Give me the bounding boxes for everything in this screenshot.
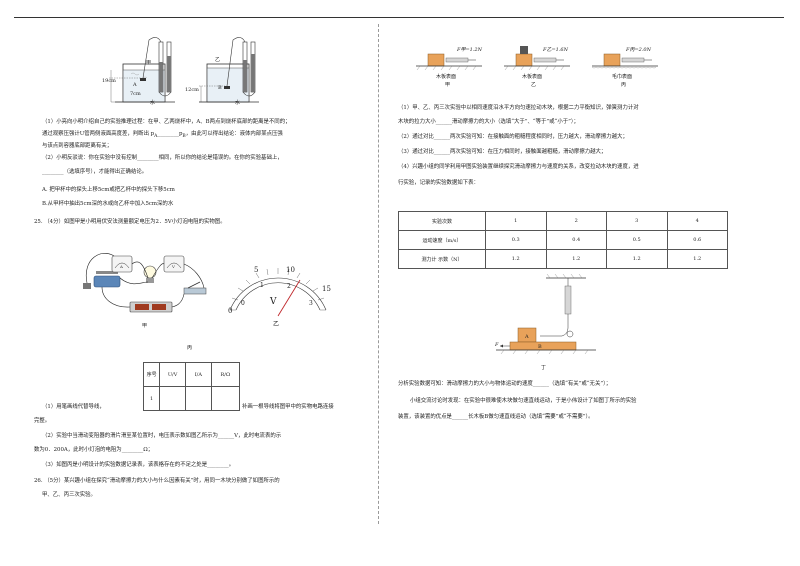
- q25-stem: 25. （4分）如图甲是小明用伏安法测量额定电压为2．5V小灯泡电阻的实物图。: [34, 219, 226, 225]
- q25-line1b: 补画一根导线将图甲中的实物电路连接: [242, 404, 334, 410]
- scale-tick-0: 0: [228, 307, 233, 315]
- fig-jia-caption: 甲: [142, 323, 148, 329]
- column-divider: [378, 24, 379, 524]
- label-7cm: 7cm: [130, 91, 141, 97]
- label-12cm: 12cm: [185, 87, 199, 93]
- caption-bing: 丙: [621, 82, 627, 88]
- record-row1-i: [185, 386, 212, 411]
- record-header-u: U/V: [159, 362, 187, 387]
- q26-r-line9: 装置，该装置的优点是______长木板B做匀速直线运动（选填“需要”或“不需要”…: [398, 414, 594, 420]
- voltmeter-scale-figure: [229, 268, 327, 317]
- ding-block-a-label: A: [525, 334, 529, 340]
- caption-yi: 乙: [531, 82, 537, 88]
- speed-row-1: 0.3: [485, 230, 547, 250]
- pressure-experiment-figure: [109, 37, 259, 103]
- page-top-rule: [14, 17, 784, 18]
- force-bing-label: F丙=2.0N: [626, 47, 651, 53]
- svg-text:A: A: [119, 264, 123, 269]
- scale-tick-5: 5: [254, 266, 259, 274]
- q24-line5: ________（选填序号），才能得出正确结论。: [42, 169, 148, 175]
- speed-row-3: 0.5: [606, 230, 668, 250]
- scale-tick-15: 15: [322, 285, 331, 293]
- force-row-2: 1.2: [545, 249, 607, 269]
- q24-line2: 通过观察压强计U管两侧液面高度差，判断出 pA________pB，由此可以得出…: [42, 131, 283, 140]
- q25-line1c: 完整。: [34, 418, 51, 424]
- record-row1-u: [159, 386, 187, 411]
- record-table: 序号 U/V I/A R/Ω 1: [142, 362, 241, 411]
- point-b-label: B: [218, 85, 222, 91]
- force-row-1: 1.2: [485, 249, 547, 269]
- record-row1-index: 1: [142, 386, 161, 411]
- water-left-label: 水: [150, 100, 156, 106]
- record-row1-r: [210, 386, 241, 411]
- speed-row-4: 0.6: [666, 230, 728, 250]
- force-jia-label: F甲=1.2N: [457, 47, 482, 53]
- beaker-jia-label: 甲: [146, 60, 152, 66]
- q24-line3: 与该点到容器底部距离有关；: [42, 143, 113, 149]
- force-row-label: 测力计 示数（N）: [398, 249, 486, 269]
- force-row-3: 1.2: [606, 249, 668, 269]
- q24-line1: （1）小亮向小明介绍自己的实验推理过程：在甲、乙两烧杯中，A、B两点到烧杯底部的…: [42, 119, 291, 125]
- scale-tick-10: 10: [286, 266, 295, 274]
- q24-option-a: A. 把甲杯中的探头上移5cm或把乙杯中的探头下移5cm: [42, 187, 175, 193]
- q26-line1: 26. （5分）某兴趣小组在探究“滑动摩擦力的大小与什么因素有关”时，用同一木块…: [34, 478, 280, 484]
- q24-line4: （2）小明反驳说：你在实验中没有控制________相同，所以你的结论是错误的。…: [42, 155, 283, 161]
- speed-table-header-1: 1: [485, 211, 547, 231]
- q26-r-line5: （4）兴趣小组的同学利用甲图实验装置继续探究滑动摩擦力与速度的关系，改变拉动木块…: [398, 164, 639, 170]
- surface-yi-label: 木板表面: [522, 74, 543, 80]
- scale-letter-v: V: [270, 297, 277, 307]
- surface-bing-label: 毛巾表面: [612, 74, 633, 80]
- water-right-label: 水: [235, 100, 241, 106]
- friction-figure-ding: [496, 273, 596, 355]
- caption-jia: 甲: [445, 82, 451, 88]
- scale-inner-tick-1: 1: [260, 282, 264, 289]
- speed-row-label: 运动速度（m/s）: [398, 230, 486, 250]
- fig-yi-caption: 乙: [273, 321, 280, 328]
- speed-force-table: 实验次数 1 2 3 4 运动速度（m/s） 0.3 0.4 0.5 0.6 测…: [398, 211, 728, 269]
- force-row-4: 1.2: [666, 249, 728, 269]
- q24-line2-mid: p: [178, 131, 183, 137]
- circuit-figure-jia: V A: [83, 253, 207, 313]
- q24-line2-sub-b: B: [182, 134, 186, 140]
- force-yi-label: F乙=1.6N: [543, 47, 568, 53]
- q24-option-b: B.从甲杯中抽出5cm深的水或向乙杯中加入5cm深的水: [42, 201, 174, 207]
- q26-r-line7: 分析实验数据可知：滑动摩擦力的大小与物体运动的速度______（选填“有关”或“…: [398, 381, 612, 387]
- speed-row-2: 0.4: [545, 230, 607, 250]
- q26-r-line2: 木块的拉力大小______滑动摩擦力的大小（选填“大于”、“等于”或“小于”）；: [398, 119, 579, 125]
- svg-text:V: V: [171, 264, 175, 269]
- speed-table-header-2: 2: [545, 211, 607, 231]
- q25-line4: （3）如图丙是小明设计的实验数据记录表，该表格存在的不足之处是________。: [42, 462, 235, 468]
- point-a-label: A: [133, 82, 137, 88]
- q26-line2: 甲、乙、丙三次实验。: [42, 492, 96, 498]
- scale-inner-tick-0: 0: [241, 300, 245, 307]
- q26-r-line4: （3）通过对比______两次实验可知：在压力相同时，接触面越粗糙，滑动摩擦力越…: [398, 149, 607, 155]
- q26-r-line1: （1）甲、乙、丙三次实验中以相同速度沿水平方向匀速拉动木块，根据二力平衡知识，弹…: [398, 105, 639, 111]
- speed-table-header-4: 4: [666, 211, 728, 231]
- fig-bing-caption: 丙: [187, 345, 193, 351]
- q25-line3: 数为0．200A，此时小灯泡的电阻为________Ω；: [34, 447, 154, 453]
- record-header-i: I/A: [185, 362, 212, 387]
- friction-experiments-figure: [416, 46, 658, 71]
- ding-force-label: F: [495, 342, 499, 348]
- record-header-index: 序号: [142, 362, 161, 387]
- ding-board-b-label: B: [538, 344, 542, 350]
- q24-line2-start: 通过观察压强计U管两侧液面高度差，判断出 p: [42, 131, 155, 137]
- ding-caption: 丁: [541, 365, 547, 371]
- scale-inner-tick-2: 2: [287, 283, 291, 290]
- label-19cm: 19cm: [102, 78, 116, 84]
- record-header-r: R/Ω: [210, 362, 241, 387]
- q26-r-line8: 小组交流讨论时发现：在实验中很难使木块做匀速直线运动，于是小伟设计了如图丁所示的…: [410, 398, 637, 404]
- q24-line2-sub-a: A: [154, 134, 158, 140]
- surface-jia-label: 木板表面: [436, 74, 457, 80]
- q26-r-line6: 行实验，记录的实验数据如下表：: [398, 180, 479, 186]
- q25-line1a: （1）用笔画线代替导线，: [42, 404, 105, 410]
- scale-inner-tick-3: 3: [309, 300, 313, 307]
- q24-line2-end: ，由此可以得出结论：液体内部某点压强: [185, 131, 283, 137]
- speed-table-header-3: 3: [606, 211, 668, 231]
- beaker-yi-label: 乙: [215, 57, 221, 63]
- speed-table-header-0: 实验次数: [398, 211, 486, 231]
- q26-r-line3: （2）通过对比______两次实验可知：在接触面的粗糙程度相同时，压力越大，滑动…: [398, 134, 628, 140]
- q25-line2: （2）实验中当滑动变阻器的滑片滑至某位置时，电压表示数如图乙所示为______V…: [42, 433, 282, 439]
